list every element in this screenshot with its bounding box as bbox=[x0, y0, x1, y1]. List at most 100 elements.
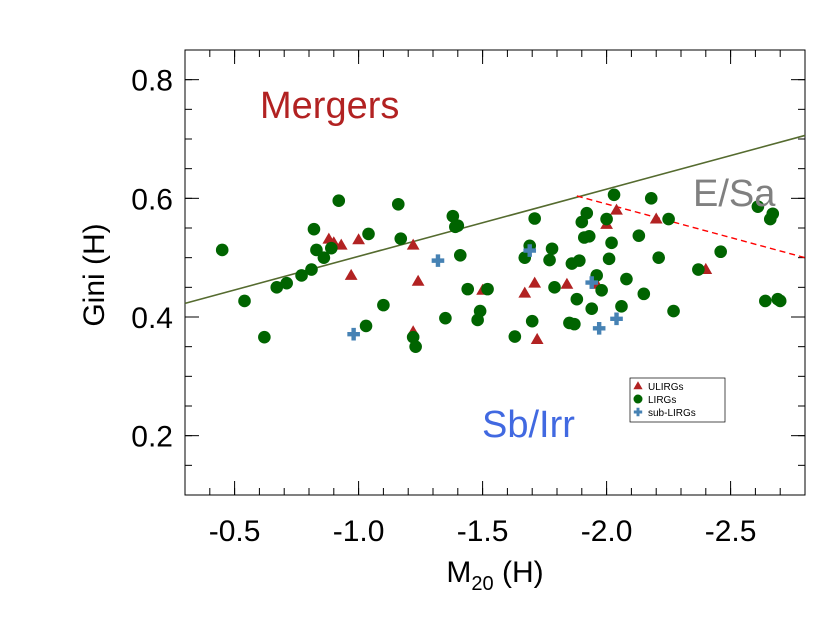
lirg-point bbox=[461, 282, 475, 296]
lirg-point bbox=[473, 304, 487, 318]
lirg-point bbox=[528, 212, 541, 225]
x-tick-label: -1.5 bbox=[457, 515, 509, 548]
lirg-point bbox=[620, 272, 633, 286]
lirg-point bbox=[215, 243, 229, 257]
legend-label: LIRGs bbox=[648, 395, 676, 406]
sub-lirg-point bbox=[592, 321, 606, 335]
ulirg-point bbox=[530, 332, 544, 344]
lirg-point bbox=[446, 209, 460, 223]
lirg-point bbox=[545, 242, 559, 256]
y-tick-label: 0.8 bbox=[131, 65, 173, 98]
lirg-point bbox=[377, 298, 390, 312]
lirg-point bbox=[570, 292, 584, 306]
sub-lirg-point bbox=[610, 312, 623, 326]
x-tick-label: -2.5 bbox=[705, 515, 757, 548]
sub-lirg-point bbox=[431, 254, 445, 267]
lirg-point bbox=[632, 229, 646, 243]
sub-lirg-point bbox=[523, 244, 537, 257]
lirg-point bbox=[582, 230, 596, 243]
data-points bbox=[215, 188, 787, 353]
lirg-point bbox=[605, 236, 618, 250]
lirg-point bbox=[543, 253, 556, 267]
lirg-point bbox=[607, 188, 621, 202]
y-tick-label: 0.4 bbox=[131, 302, 173, 335]
lirg-point bbox=[508, 330, 522, 343]
ulirg-point bbox=[649, 212, 663, 224]
lirg-point bbox=[295, 269, 308, 282]
lirg-point bbox=[773, 294, 787, 308]
lirg-point bbox=[615, 300, 628, 313]
lirg-point bbox=[637, 287, 651, 301]
lirg-point bbox=[307, 222, 321, 236]
x-tick-label: -1.0 bbox=[333, 515, 385, 548]
ulirg-point bbox=[411, 274, 425, 286]
x-axis-title: M20 (H) bbox=[446, 556, 543, 595]
plot-frame bbox=[184, 49, 806, 496]
ulirg-point bbox=[518, 286, 532, 298]
lirg-point bbox=[573, 254, 586, 267]
region-label-mergers: Mergers bbox=[260, 85, 399, 127]
lirg-point bbox=[305, 263, 318, 276]
lirg-point bbox=[280, 276, 293, 290]
lirg-point bbox=[391, 197, 405, 211]
legend-marker-sub-lirg-point bbox=[633, 407, 643, 417]
ulirg-point bbox=[560, 277, 574, 289]
lirg-point bbox=[568, 317, 581, 331]
lirg-point bbox=[359, 319, 373, 333]
lirg-point bbox=[270, 281, 284, 294]
lirg-point bbox=[453, 248, 467, 262]
x-tick-label: -0.5 bbox=[209, 515, 261, 548]
axis-ticks bbox=[184, 49, 806, 495]
boundary-lines bbox=[184, 134, 806, 305]
lirg-point bbox=[759, 294, 772, 308]
lirg-point bbox=[409, 340, 422, 353]
ulirg-point bbox=[610, 203, 623, 215]
y-tick-label: 0.6 bbox=[131, 183, 173, 216]
lirg-point bbox=[662, 212, 675, 226]
lirg-point bbox=[439, 311, 452, 325]
lirg-point bbox=[602, 252, 616, 266]
legend-label: sub-LIRGs bbox=[648, 408, 696, 419]
x-tick-label: -2.0 bbox=[581, 515, 633, 548]
merger-line bbox=[184, 134, 806, 305]
lirg-point bbox=[451, 219, 465, 232]
lirg-point bbox=[325, 241, 338, 255]
lirg-point bbox=[585, 302, 599, 315]
lirg-point bbox=[332, 194, 346, 208]
ulirg-point bbox=[334, 238, 348, 250]
ulirg-point bbox=[352, 233, 365, 245]
lirg-point bbox=[595, 284, 608, 297]
lirg-point bbox=[644, 192, 658, 205]
lirg-point bbox=[751, 200, 765, 213]
ulirg-point bbox=[344, 268, 358, 280]
lirg-point bbox=[580, 206, 594, 220]
legend-marker-ulirg-point bbox=[633, 381, 643, 390]
lirg-point bbox=[525, 314, 539, 328]
legend-marker-lirg-point bbox=[633, 394, 643, 404]
sub-lirg-point bbox=[585, 276, 599, 289]
region-label-sb-irr: Sb/Irr bbox=[482, 404, 575, 446]
ulirg-point bbox=[528, 276, 542, 288]
region-label-e-sa: E/Sa bbox=[693, 173, 776, 215]
svg-text:Gini (H): Gini (H) bbox=[78, 223, 111, 326]
lirg-point bbox=[692, 263, 705, 276]
sub-lirg-point bbox=[347, 327, 360, 341]
ulirg-point bbox=[406, 238, 420, 250]
lirg-point bbox=[600, 212, 613, 226]
tick-labels: -0.5 -1.0 -1.5 -2.0 -2.5 0.2 0.4 0.6 0.8 bbox=[131, 65, 756, 548]
lirg-point bbox=[258, 330, 271, 344]
lirg-point bbox=[714, 245, 727, 259]
lirg-point bbox=[548, 281, 561, 294]
y-axis-title: Gini (H) bbox=[78, 223, 111, 326]
y-tick-label: 0.2 bbox=[131, 421, 173, 454]
lirg-point bbox=[481, 282, 494, 296]
lirg-point bbox=[238, 294, 251, 308]
lirg-point bbox=[362, 227, 375, 241]
lirg-point bbox=[667, 304, 680, 318]
lirg-point bbox=[652, 251, 665, 264]
legend-label: ULIRGs bbox=[648, 382, 684, 393]
lirg-point bbox=[766, 207, 780, 221]
legend-box bbox=[629, 377, 726, 423]
